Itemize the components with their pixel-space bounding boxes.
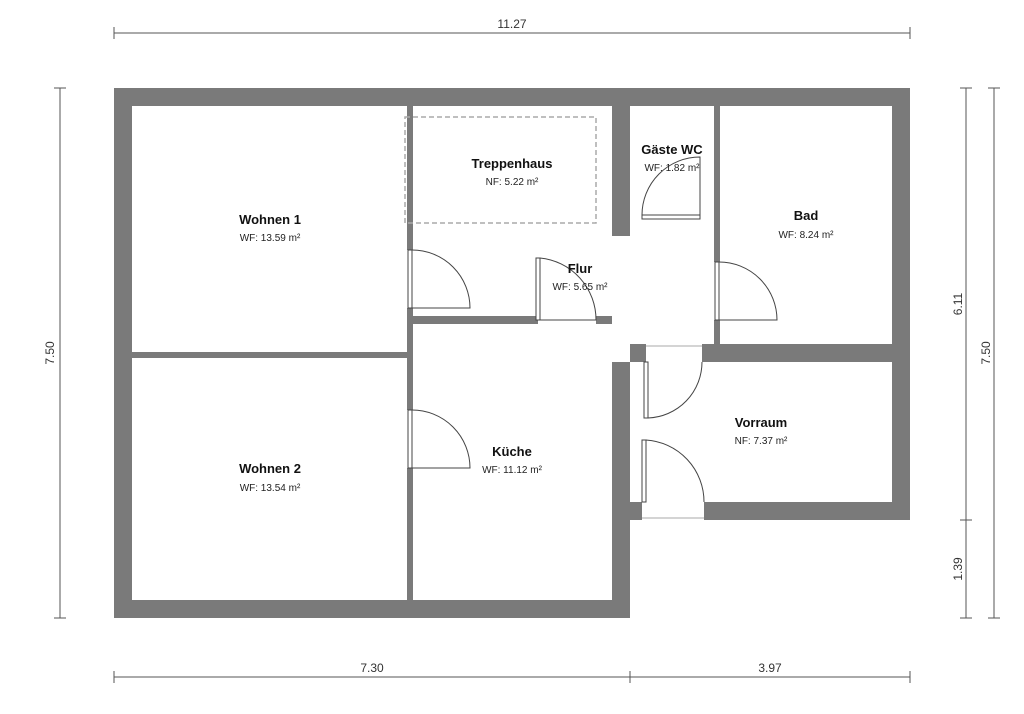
- room-name-wohnen1: Wohnen 1: [239, 212, 301, 227]
- door-vorraum-north[interactable]: [643, 345, 703, 419]
- floor-flur: [413, 236, 714, 316]
- room-name-kueche: Küche: [492, 444, 532, 459]
- room-area-vorraum: NF: 7.37 m²: [735, 436, 788, 447]
- room-name-treppenhaus: Treppenhaus: [472, 156, 553, 171]
- floor-flur-lower: [630, 316, 714, 344]
- room-name-flur: Flur: [568, 261, 593, 276]
- room-name-wohnen2: Wohnen 2: [239, 461, 301, 476]
- dimension-left: 7.50: [43, 87, 66, 619]
- floor-wc: [630, 106, 714, 214]
- room-area-wohnen1: WF: 13.59 m²: [240, 233, 301, 244]
- dimension-top: 11.27: [113, 17, 911, 39]
- room-area-bad: WF: 8.24 m²: [778, 230, 834, 241]
- dimension-right-inner: 6.11 1.39: [951, 87, 972, 619]
- dimension-right-outer: 7.50: [979, 87, 1000, 619]
- dimension-bottom: 7.30 3.97: [113, 661, 911, 683]
- door-kueche-west[interactable]: [407, 409, 471, 469]
- dimension-label-left: 7.50: [43, 341, 57, 365]
- dimension-label-right-total: 7.50: [979, 341, 993, 365]
- room-area-treppenhaus: NF: 5.22 m²: [486, 177, 539, 188]
- door-opening-vorraum-north: [646, 344, 702, 362]
- door-wohnen1[interactable]: [407, 249, 471, 309]
- door-bad[interactable]: [714, 261, 778, 321]
- dimension-label-bottom-left: 7.30: [360, 661, 384, 675]
- room-area-flur: WF: 5.65 m²: [552, 282, 608, 293]
- dimension-label-top: 11.27: [497, 17, 526, 31]
- room-area-gaeste-wc: WF: 1.82 m²: [644, 163, 700, 174]
- door-opening-entrance: [642, 502, 704, 520]
- door-gaeste-wc[interactable]: [641, 156, 701, 220]
- dimension-label-bottom-right: 3.97: [758, 661, 782, 675]
- dimension-label-right-upper: 6.11: [951, 292, 965, 315]
- room-area-kueche: WF: 11.12 m²: [482, 465, 542, 476]
- door-kueche-north[interactable]: [535, 257, 597, 321]
- room-name-bad: Bad: [794, 208, 819, 223]
- door-entrance[interactable]: [641, 439, 705, 519]
- room-name-gaeste-wc: Gäste WC: [641, 142, 703, 157]
- floor-stair: [413, 106, 612, 238]
- staircase-outline: [404, 116, 597, 224]
- dimension-label-right-lower: 1.39: [951, 557, 965, 581]
- room-name-vorraum: Vorraum: [735, 415, 788, 430]
- building-walls: [114, 88, 910, 618]
- room-area-wohnen2: WF: 13.54 m²: [240, 483, 301, 494]
